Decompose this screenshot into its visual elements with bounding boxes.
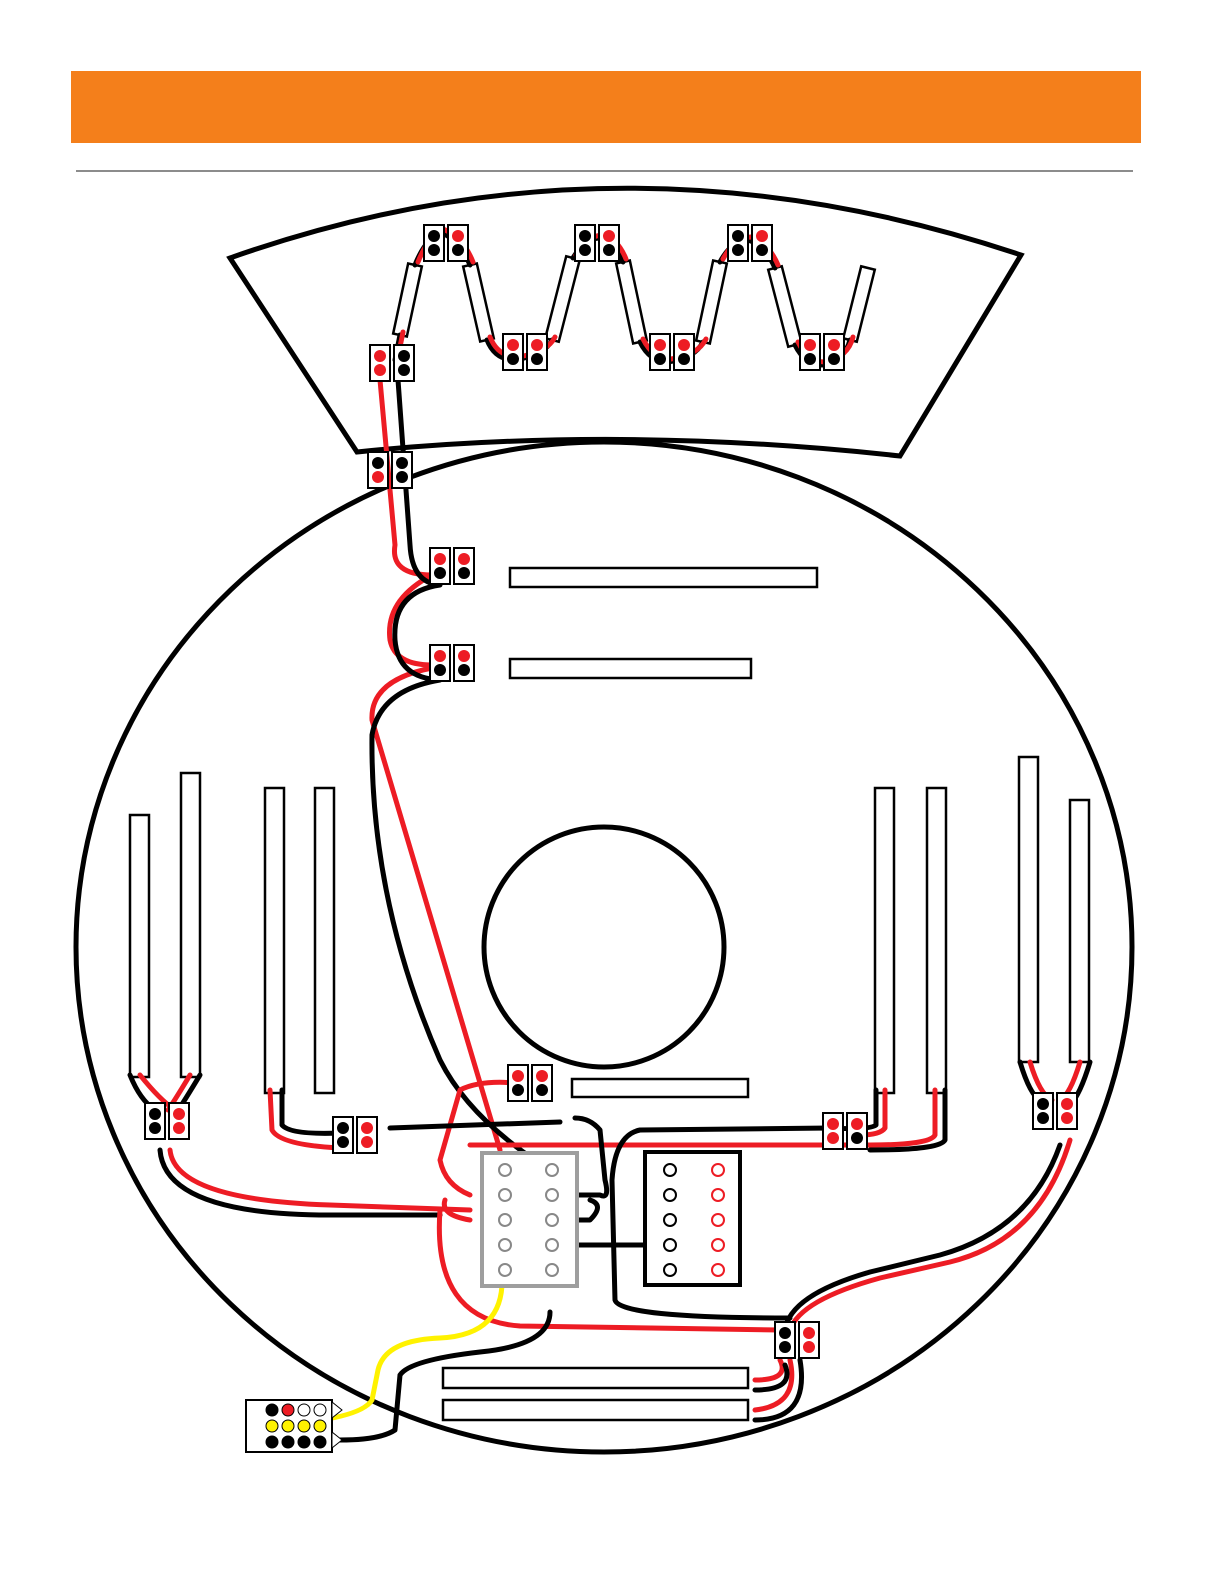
- connector-arc-4: [650, 334, 694, 370]
- arc-tube-3: [545, 256, 580, 341]
- input-pin-bot-4: [314, 1436, 326, 1448]
- side-pin-red-5: [712, 1264, 724, 1276]
- terminal-block: [482, 1153, 577, 1286]
- input-pin-mid-3: [298, 1420, 310, 1432]
- vertical-tube-r4: [1070, 800, 1089, 1062]
- input-pin-bot-3: [298, 1436, 310, 1448]
- terminal-pin-left-3: [499, 1214, 511, 1226]
- terminal-pin-right-4: [546, 1239, 558, 1251]
- terminal-pin-left-5: [499, 1264, 511, 1276]
- red-wire-main: [372, 380, 500, 1150]
- connector-arc-2: [503, 334, 547, 370]
- side-pin-black-3: [664, 1214, 676, 1226]
- terminal-pin-right-1: [546, 1164, 558, 1176]
- input-pin-mid-4: [314, 1420, 326, 1432]
- terminal-pin-right-3: [546, 1214, 558, 1226]
- input-pin-top-3: [298, 1404, 310, 1416]
- arc-tube-2: [463, 263, 494, 341]
- upper-arc-panel: [230, 188, 1021, 456]
- side-pin-red-4: [712, 1239, 724, 1251]
- vertical-tube-l1: [130, 815, 149, 1077]
- vertical-tube-l2: [181, 773, 200, 1077]
- input-pin-top-4: [314, 1404, 326, 1416]
- terminal-pin-right-2: [546, 1189, 558, 1201]
- connector-tube-2: [430, 645, 474, 681]
- input-pin-top-1: [266, 1404, 278, 1416]
- input-pin-bot-1: [266, 1436, 278, 1448]
- input-pin-top-2: [282, 1404, 294, 1416]
- black-wire-cross: [390, 1122, 560, 1128]
- input-pin-mid-2: [282, 1420, 294, 1432]
- connector-tube-1: [430, 548, 474, 584]
- arc-tube-6: [768, 266, 802, 347]
- connector-left-2: [333, 1117, 377, 1153]
- arc-tube-5: [696, 261, 727, 344]
- side-pin-red-3: [712, 1214, 724, 1226]
- center-circle: [484, 827, 724, 1067]
- connector-right-2: [1033, 1093, 1077, 1129]
- side-pin-black-1: [664, 1164, 676, 1176]
- arc-tube-4: [616, 261, 647, 344]
- vertical-tube-r2: [927, 788, 946, 1093]
- horizontal-tube-3: [572, 1079, 748, 1097]
- vertical-tube-l4: [315, 788, 334, 1093]
- horizontal-tube-2: [510, 659, 751, 678]
- terminal-pin-left-1: [499, 1164, 511, 1176]
- arc-tube-7: [843, 266, 875, 341]
- black-wire-main: [372, 380, 550, 1170]
- connector-arc-entry: [370, 345, 414, 381]
- main-circular-panel: [76, 442, 1132, 1452]
- side-pin-red-2: [712, 1189, 724, 1201]
- side-pin-black-5: [664, 1264, 676, 1276]
- arc-tube-1: [393, 264, 422, 337]
- vertical-tube-l3: [265, 788, 284, 1093]
- side-pin-black-4: [664, 1239, 676, 1251]
- bottom-tube-1: [443, 1368, 748, 1388]
- terminal-pin-left-2: [499, 1189, 511, 1201]
- side-pin-black-2: [664, 1189, 676, 1201]
- vertical-tube-r3: [1019, 757, 1038, 1062]
- connector-arc-3: [575, 225, 619, 261]
- input-pin-bot-2: [282, 1436, 294, 1448]
- bottom-tube-2: [443, 1400, 748, 1420]
- connector-tube-3: [508, 1065, 552, 1101]
- terminal-pin-right-5: [546, 1264, 558, 1276]
- connector-bottom-1: [775, 1322, 819, 1358]
- horizontal-tube-1: [510, 568, 817, 587]
- terminal-pin-left-4: [499, 1239, 511, 1251]
- side-terminal-panel: [645, 1152, 740, 1285]
- side-pin-red-1: [712, 1164, 724, 1176]
- input-connector: [246, 1400, 342, 1452]
- input-pin-mid-1: [266, 1420, 278, 1432]
- vertical-tube-r1: [875, 788, 894, 1093]
